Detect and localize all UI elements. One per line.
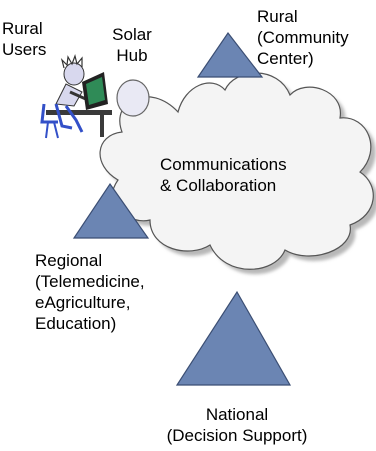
regional-label: Regional (Telemedicine, eAgriculture, Ed… bbox=[35, 251, 145, 333]
person-torso bbox=[55, 83, 83, 107]
person-legs bbox=[54, 103, 84, 133]
national-label: National (Decision Support) bbox=[166, 405, 308, 445]
desk bbox=[46, 110, 112, 115]
solar-hub-label: Solar Hub bbox=[112, 25, 152, 65]
cloud-label: Communications & Collaboration bbox=[160, 155, 287, 195]
rural-community-label: Rural (Community Center) bbox=[257, 7, 349, 68]
rural-users-label: Rural Users bbox=[2, 19, 47, 59]
cloud-body bbox=[99, 72, 374, 270]
solar-hub-circle bbox=[116, 79, 150, 117]
monitor-screen bbox=[86, 77, 105, 105]
person-head bbox=[63, 62, 85, 86]
rural-community-triangle bbox=[196, 31, 264, 78]
desk-leg bbox=[100, 115, 104, 137]
national-triangle bbox=[175, 290, 292, 386]
person-hair bbox=[60, 53, 83, 69]
rural-user-icon bbox=[40, 53, 112, 139]
cloud bbox=[99, 72, 376, 275]
chair-base bbox=[45, 121, 59, 139]
chair bbox=[40, 103, 58, 124]
regional-triangle bbox=[72, 182, 150, 239]
